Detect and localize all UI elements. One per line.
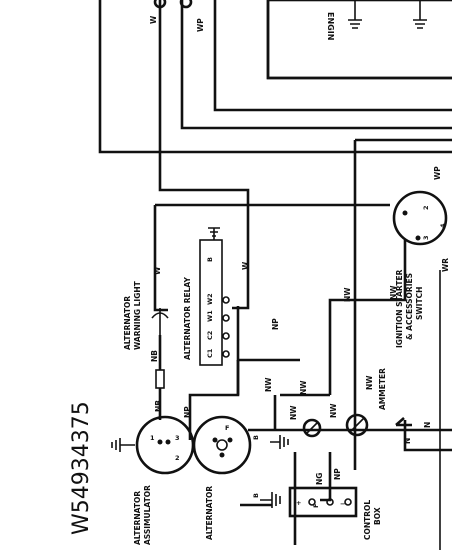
relay-terminal-w2: W2 — [206, 293, 214, 305]
wire-code-w-top: W — [149, 15, 158, 24]
resistor — [155, 369, 165, 389]
cb-terminal-minus: − — [340, 500, 345, 508]
cb-terminal-f: F — [312, 504, 320, 508]
cb-terminal-plus: + — [296, 499, 301, 507]
wire-code-nw-2: NW — [289, 405, 298, 420]
switch-label-3: SWITCH — [415, 287, 424, 320]
acc-terminal-2: 2 — [175, 454, 180, 462]
connector-w — [153, 0, 167, 9]
wire-code-np-acc: NP — [183, 406, 192, 418]
warning-light-label-2: WARNING LIGHT — [133, 280, 142, 350]
alt-terminal-b: B — [252, 435, 260, 440]
relay-terminal-c2: C2 — [206, 331, 214, 340]
ignition-switch: 2 3 4 IGNITION STARTER & ACCESSORIES SWI… — [392, 166, 450, 348]
engine-label: ENGIN — [326, 12, 335, 40]
wire-code-wp-top: WP — [196, 18, 205, 32]
switch-label-1: IGNITION STARTER — [395, 269, 404, 348]
wire-code-wp-switch: WP — [433, 166, 442, 180]
alternator-accumulator: 1 3 2 ALTERNATOR ASSIMULATOR NB NP — [111, 400, 195, 545]
switch-label-2: & ACCESSORIES — [405, 273, 414, 340]
wire-code-nw-1: NW — [264, 377, 273, 392]
accumulator-label-2: ASSIMULATOR — [143, 485, 152, 545]
relay-box — [199, 239, 223, 366]
wire-code-w-light: W — [153, 266, 162, 275]
partial-label-wr: WR — [441, 258, 450, 272]
wire-code-nb-light: NB — [150, 350, 159, 362]
alternator-warning-light: ALTERNATOR WARNING LIGHT W NB — [123, 266, 169, 362]
wire-code-w-relay: W — [241, 261, 250, 270]
acc-terminal-3: 3 — [175, 434, 180, 442]
switch-terminal-3: 3 — [422, 235, 430, 240]
relay-terminal-c1: C1 — [206, 348, 214, 358]
connector-wp — [179, 0, 193, 9]
acc-terminal-1: 1 — [150, 434, 155, 442]
alt-terminal-f: F — [225, 424, 229, 432]
engine-block: ENGIN — [266, 0, 452, 80]
accumulator-label-1: ALTERNATOR — [133, 491, 142, 545]
control-box-label-2: BOX — [373, 507, 382, 525]
wire-code-n-2: N — [423, 422, 432, 428]
relay-terminal-w1: W1 — [206, 310, 214, 322]
wire-code-np-relay: NP — [271, 318, 280, 330]
switch-terminal-2: 2 — [422, 205, 430, 210]
diagram-reference: W54934375 — [69, 401, 94, 535]
relay-label: ALTERNATOR RELAY — [183, 277, 192, 360]
ammeter-label: AMMETER — [378, 368, 387, 410]
wire-code-np-cb: NP — [333, 468, 342, 480]
wire-code-nw-3: NW — [299, 380, 308, 395]
wire-code-nb-acc: NB — [154, 400, 163, 412]
alternator-relay: ALTERNATOR RELAY B W2 W1 C2 C1 W NP — [183, 227, 280, 366]
wire-code-nw-7: NW — [365, 375, 374, 390]
ammeter: AMMETER — [302, 368, 412, 438]
wire-code-n-1: N — [403, 438, 412, 444]
wire-code-nw-5: NW — [343, 287, 352, 302]
control-box-label-1: CONTROL — [363, 500, 372, 540]
warning-light-label-1: ALTERNATOR — [123, 296, 132, 350]
wire-code-ng: NG — [315, 473, 324, 485]
alternator-label: ALTERNATOR — [205, 486, 214, 540]
wire-code-nw-4: NW — [329, 403, 338, 418]
alternator: F B ALTERNATOR — [192, 415, 289, 540]
switch-terminal-4: 4 — [439, 223, 447, 228]
control-box: + F − B CONTROL BOX NG NP — [252, 468, 382, 540]
cb-terminal-b: B — [252, 493, 260, 498]
wire-code-nw-6: NW — [389, 285, 398, 300]
relay-terminal-b: B — [206, 257, 214, 262]
